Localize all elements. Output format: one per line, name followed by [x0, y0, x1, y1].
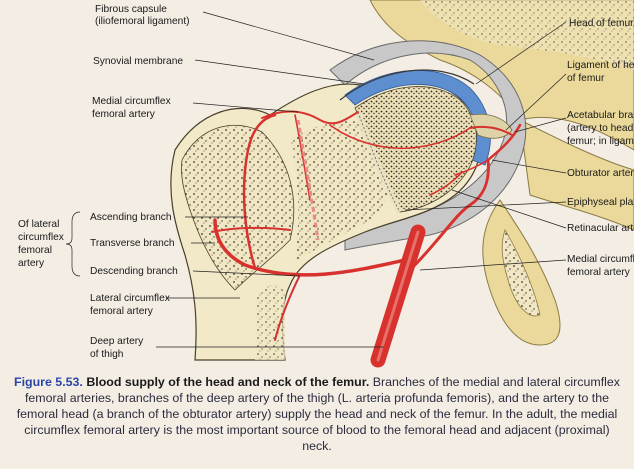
figure-title: Blood supply of the head and neck of the… [86, 375, 370, 389]
label-fibrous-capsule-sub: (iliofemoral ligament) [95, 16, 190, 27]
label-femoral: femoral [18, 245, 52, 256]
label-medial-circumflex: Medial circumflex [92, 96, 171, 107]
label-synovial-membrane: Synovial membrane [93, 56, 183, 67]
ligament-of-head [469, 113, 513, 139]
label-artery: artery [18, 258, 45, 269]
label-retinacular-artery: Retinacular arter [567, 223, 634, 234]
arteries [211, 110, 522, 368]
obturator-artery [486, 123, 522, 162]
label-transverse-branch: Transverse branch [90, 238, 175, 249]
label-medial-circumflex-sub: femoral artery [92, 109, 156, 120]
label-acetabular-branch: Acetabular bran [567, 110, 634, 121]
figure-number: Figure 5.53. [14, 375, 83, 389]
transverse-branch [211, 226, 291, 233]
label-descending-branch: Descending branch [90, 266, 178, 277]
articular-cartilage [344, 69, 491, 166]
label-head-of-femur: Head of femur [569, 18, 634, 29]
figure-body: Branches of the medial and lateral circu… [16, 375, 620, 453]
label-epiphyseal-plate: Epiphyseal plate [567, 197, 634, 208]
label-lateral-circumflex: Lateral circumflex [90, 293, 170, 304]
retinacular-artery-upper [261, 110, 359, 125]
label-medial-circumflex-right: Medial circumfle [567, 254, 634, 265]
label-deep-artery-sub: of thigh [90, 349, 123, 360]
leader-lines [65, 11, 567, 348]
figure-caption: Figure 5.53. Blood supply of the head an… [10, 374, 624, 454]
retinacular-dashed [296, 119, 320, 241]
label-acetabular-branch-sub2: femur; in ligame [567, 136, 634, 147]
label-medial-circumflex-right-sub: femoral artery [567, 267, 631, 278]
label-circumflex: circumflex [18, 232, 64, 243]
medullary-cavity [255, 284, 285, 360]
label-ligament-of-head: Ligament of hea [567, 60, 634, 71]
label-ligament-of-head-sub: of femur [567, 73, 605, 84]
label-obturator-artery: Obturator artery [567, 168, 634, 179]
ascending-branch [242, 113, 277, 270]
greater-trochanter [181, 124, 295, 291]
label-acetabular-branch-sub: (artery to head o [567, 123, 634, 134]
label-fibrous-capsule: Fibrous capsule [95, 4, 167, 15]
label-deep-artery: Deep artery [90, 336, 144, 347]
label-lateral-circumflex-sub: femoral artery [90, 306, 154, 317]
descending-branch [274, 274, 301, 341]
label-ascending-branch: Ascending branch [90, 212, 172, 223]
medial-circumflex-artery [408, 158, 490, 272]
acetabular-branch [469, 125, 513, 136]
label-of-lateral: Of lateral [18, 219, 59, 230]
lateral-circumflex-artery [213, 218, 407, 277]
